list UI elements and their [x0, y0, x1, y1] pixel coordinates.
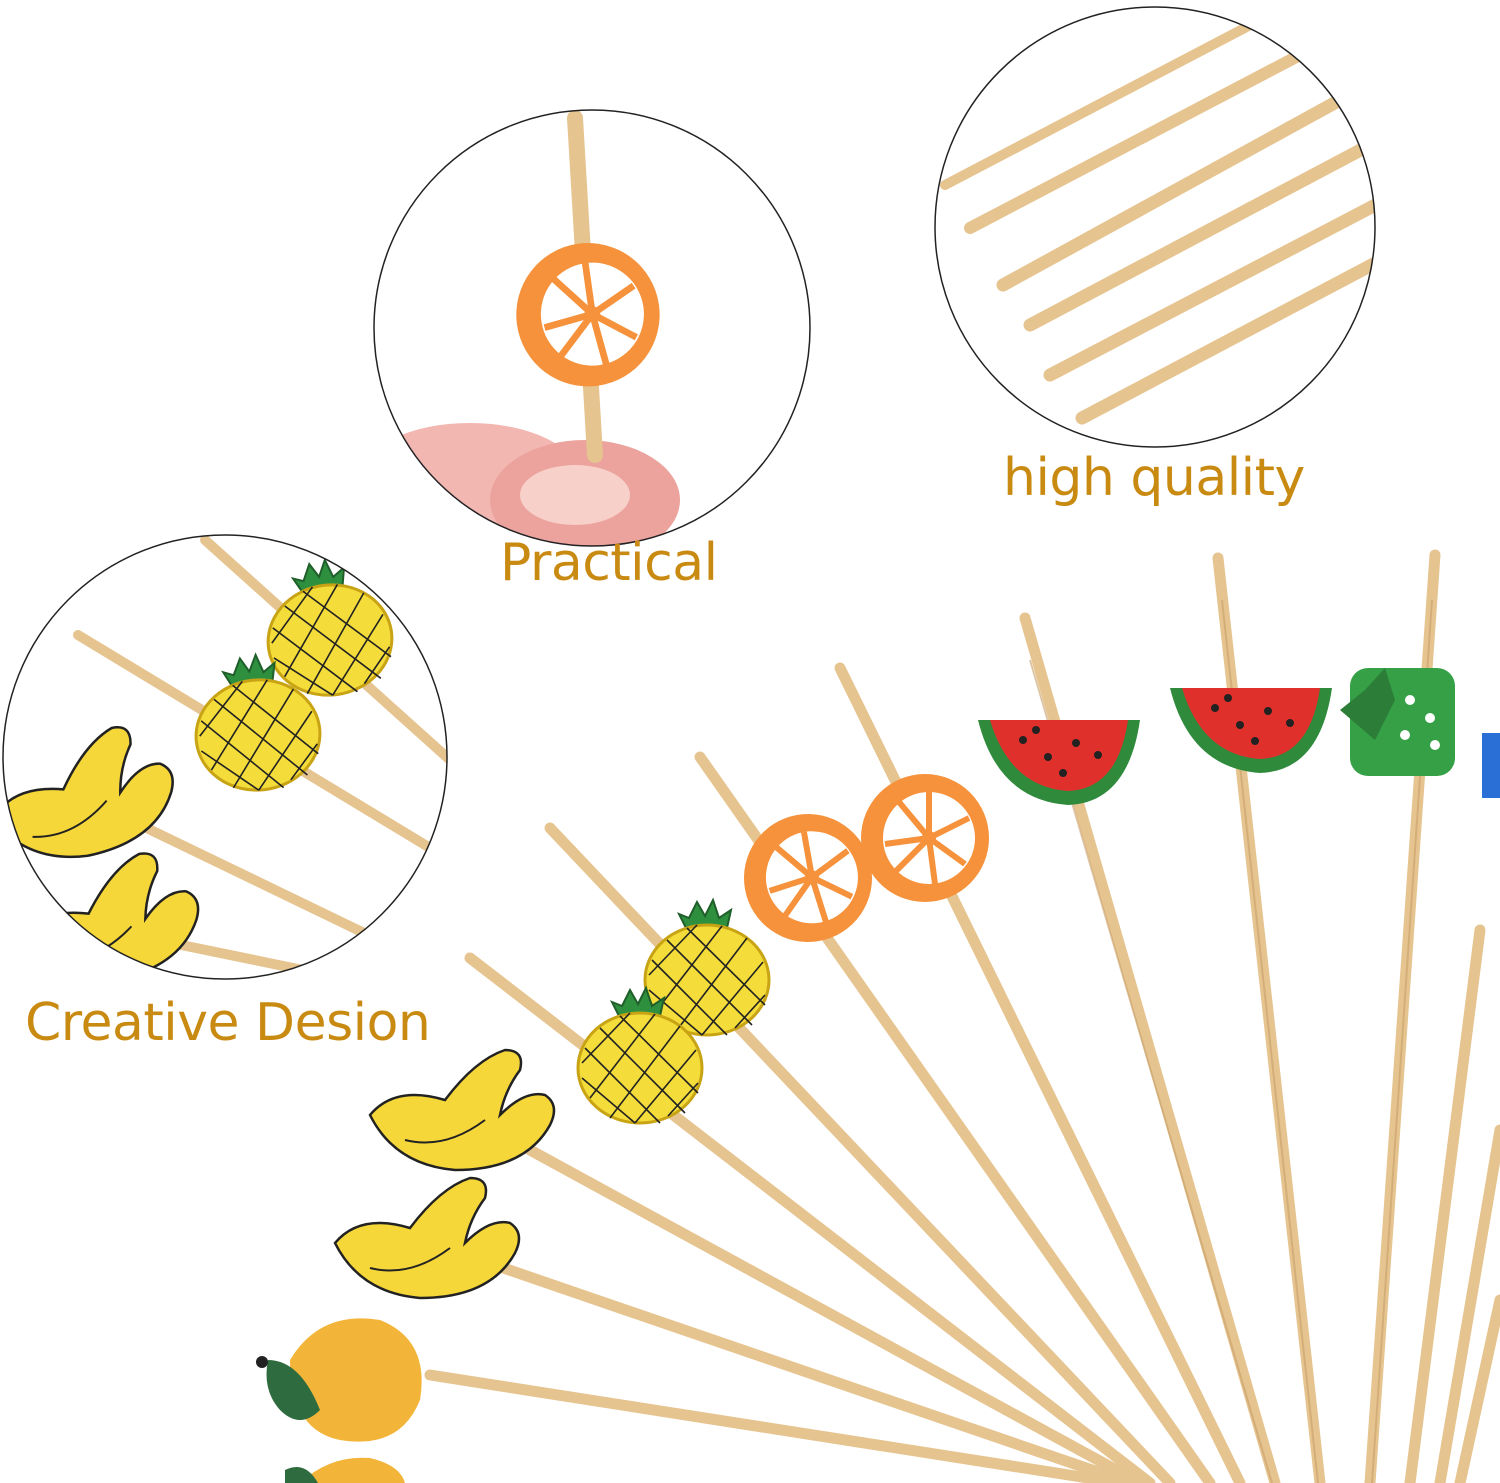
banana-pick	[368, 1048, 556, 1172]
practical-caption: Practical	[500, 533, 718, 593]
watermelon-pick	[1170, 688, 1332, 773]
creative-detail-circle	[2, 534, 448, 980]
banana-pick	[333, 1176, 521, 1300]
mango-pick	[256, 1318, 422, 1442]
creative-design-caption: Creative Desion	[25, 993, 431, 1053]
practical-detail-circle	[373, 109, 811, 547]
pineapple-pick	[643, 898, 771, 1037]
quality-detail-circle	[934, 6, 1376, 448]
watermelon-pick	[978, 720, 1140, 805]
orange-slice-pick	[861, 774, 989, 902]
high-quality-caption: high quality	[1003, 448, 1305, 508]
green-strawberry-pick	[1340, 668, 1455, 776]
orange-slice-pick	[734, 804, 882, 952]
main-fan-picks	[256, 549, 1500, 1483]
blue-pick	[1482, 733, 1500, 798]
mango-pick	[285, 1457, 405, 1483]
